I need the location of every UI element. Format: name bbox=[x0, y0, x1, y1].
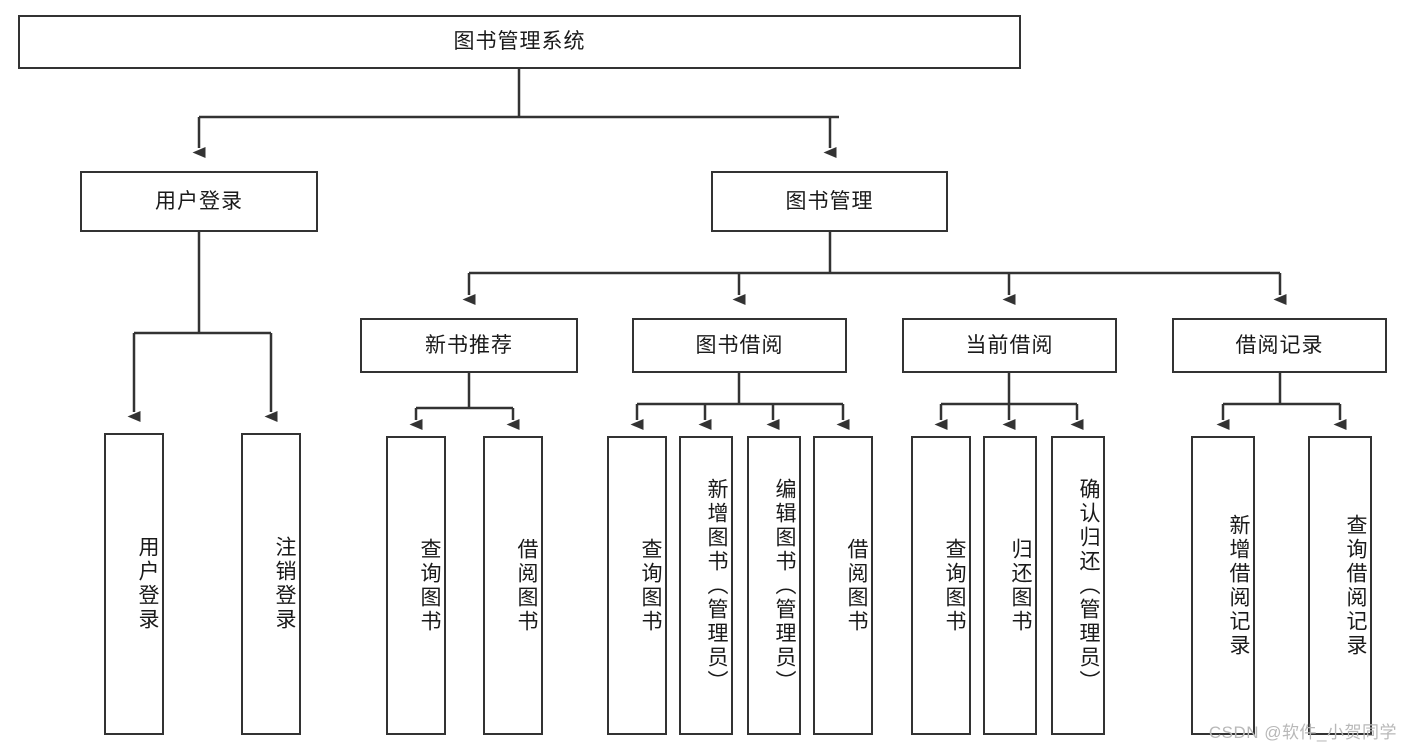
node-label: 新增借阅记录 bbox=[1227, 513, 1250, 658]
node-label: 新书推荐 bbox=[425, 333, 513, 357]
node-book-management[interactable]: 图书管理 bbox=[711, 171, 948, 232]
leaf-borrow-book-recommend[interactable]: 借阅图书 bbox=[483, 436, 543, 735]
node-label: 图书管理系统 bbox=[453, 30, 586, 54]
leaf-borrow-book[interactable]: 借阅图书 bbox=[813, 436, 873, 735]
node-label: 用户登录 bbox=[155, 189, 243, 213]
leaf-query-book-recommend[interactable]: 查询图书 bbox=[386, 436, 446, 735]
node-label: 归还图书 bbox=[1009, 537, 1032, 634]
node-label: 借阅记录 bbox=[1235, 333, 1324, 357]
leaf-user-login[interactable]: 用户登录 bbox=[104, 433, 164, 735]
node-label: 当前借阅 bbox=[965, 333, 1054, 357]
node-new-book-recommend[interactable]: 新书推荐 bbox=[360, 318, 578, 373]
leaf-query-book-borrow[interactable]: 查询图书 bbox=[607, 436, 667, 735]
node-label: 图书管理 bbox=[785, 189, 874, 213]
node-current-borrow[interactable]: 当前借阅 bbox=[902, 318, 1117, 373]
leaf-add-borrow-record[interactable]: 新增借阅记录 bbox=[1191, 436, 1255, 735]
node-user-login[interactable]: 用户登录 bbox=[80, 171, 318, 232]
node-label: 新增图书（管理员） bbox=[705, 477, 728, 694]
leaf-query-book-current[interactable]: 查询图书 bbox=[911, 436, 971, 735]
node-label: 查询图书 bbox=[943, 537, 966, 634]
leaf-edit-book-admin[interactable]: 编辑图书（管理员） bbox=[747, 436, 801, 735]
node-label: 查询图书 bbox=[639, 537, 662, 634]
node-label: 借阅图书 bbox=[515, 537, 538, 634]
node-label: 查询借阅记录 bbox=[1344, 513, 1367, 658]
node-label: 借阅图书 bbox=[845, 537, 868, 634]
leaf-query-borrow-record[interactable]: 查询借阅记录 bbox=[1308, 436, 1372, 735]
node-label: 编辑图书（管理员） bbox=[773, 477, 796, 694]
leaf-confirm-return-admin[interactable]: 确认归还（管理员） bbox=[1051, 436, 1105, 735]
watermark: CSDN @软件_小贺同学 bbox=[1208, 723, 1397, 742]
node-label: 确认归还（管理员） bbox=[1077, 477, 1100, 694]
node-label: 查询图书 bbox=[418, 537, 441, 634]
leaf-add-book-admin[interactable]: 新增图书（管理员） bbox=[679, 436, 733, 735]
node-label: 用户登录 bbox=[136, 536, 159, 632]
node-label: 图书借阅 bbox=[695, 333, 784, 357]
node-borrow-record[interactable]: 借阅记录 bbox=[1172, 318, 1387, 373]
node-label: 注销登录 bbox=[273, 536, 296, 632]
leaf-logout[interactable]: 注销登录 bbox=[241, 433, 301, 735]
leaf-return-book[interactable]: 归还图书 bbox=[983, 436, 1037, 735]
node-root-system[interactable]: 图书管理系统 bbox=[18, 15, 1021, 69]
node-book-borrow[interactable]: 图书借阅 bbox=[632, 318, 847, 373]
